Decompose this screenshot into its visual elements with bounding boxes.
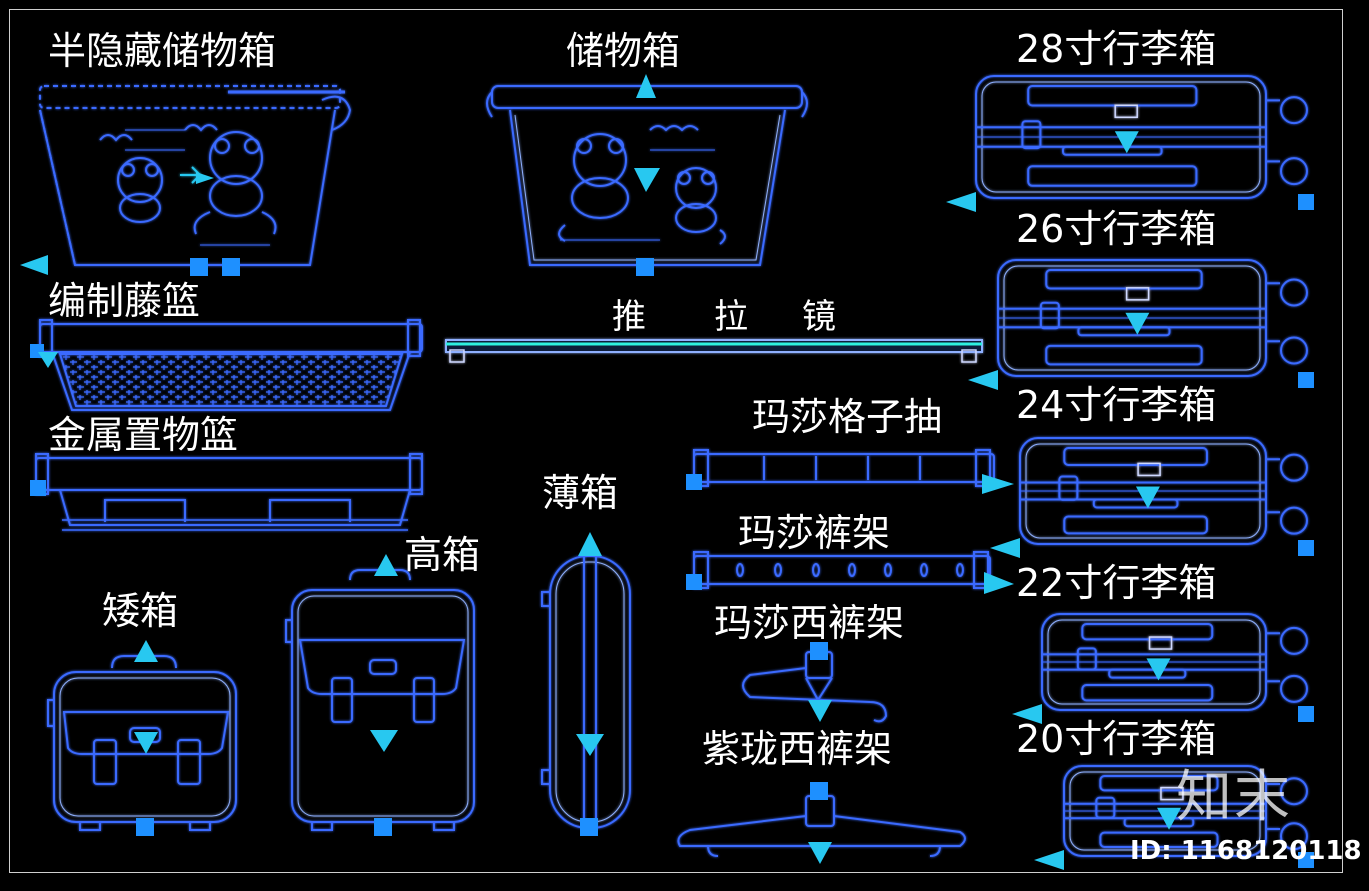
label-pants-rack: 玛莎裤架 — [738, 511, 891, 555]
luggage-arrow — [968, 370, 998, 390]
label-storage-box: 储物箱 — [566, 29, 681, 73]
label-rattan-basket: 编制藤篮 — [48, 279, 201, 323]
luggage-arrow — [946, 192, 976, 212]
luggage-24-drawing — [1019, 437, 1308, 545]
label-mirror-char-1: 推 — [612, 297, 646, 337]
label-luggage-26: 26寸行李箱 — [1016, 207, 1217, 251]
arrow-markers — [20, 74, 1014, 864]
label-luggage-22: 22寸行李箱 — [1016, 561, 1217, 605]
luggage-down-arrow — [1157, 807, 1182, 830]
luggage-down-arrow — [1114, 131, 1139, 154]
luggage-grip — [1298, 372, 1314, 388]
label-tall-box: 高箱 — [404, 533, 481, 577]
luggage-grip — [1298, 540, 1314, 556]
luggage-down-arrow — [1135, 486, 1160, 509]
luggage-arrow — [1012, 704, 1042, 724]
semi-hidden-storage-box-drawing — [39, 85, 352, 266]
label-luggage-20: 20寸行李箱 — [1016, 717, 1217, 761]
label-short-box: 矮箱 — [102, 589, 179, 633]
grid-drawer-drawing — [693, 449, 995, 487]
luggage-grip — [1298, 852, 1314, 868]
label-metal-basket: 金属置物篮 — [48, 413, 239, 457]
luggage-grip — [1298, 194, 1314, 210]
luggage-down-arrow — [1146, 658, 1171, 681]
watermark-logo: 知末 — [1176, 765, 1292, 830]
label-luggage-24: 24寸行李箱 — [1016, 383, 1217, 427]
luggage-arrow — [1034, 850, 1064, 870]
label-mirror-char-3: 镜 — [802, 297, 836, 337]
label-trouser-rack: 玛莎西裤架 — [714, 601, 905, 645]
label-grid-drawer: 玛莎格子抽 — [752, 395, 943, 439]
sliding-mirror-drawing — [445, 339, 983, 363]
drawing-frame — [9, 9, 1343, 873]
id-label: ID: 1168120118 — [1130, 836, 1362, 866]
pants-rack-drawing — [693, 551, 991, 589]
label-semi-hidden-box: 半隐藏储物箱 — [48, 29, 277, 73]
grip-markers — [30, 194, 1314, 868]
thin-box-drawing — [541, 555, 631, 829]
luggage-28-drawing — [975, 75, 1308, 199]
label-purple-trouser-rack: 紫珑西裤架 — [702, 727, 893, 771]
luggage-22-drawing — [1041, 613, 1308, 711]
label-mirror-char-2: 拉 — [714, 297, 748, 337]
luggage-down-arrow — [1125, 312, 1150, 335]
metal-basket-drawing — [35, 453, 423, 531]
label-thin-box: 薄箱 — [542, 471, 619, 515]
tall-box-drawing — [285, 569, 475, 831]
label-luggage-28: 28寸行李箱 — [1016, 27, 1217, 71]
rattan-basket-drawing — [39, 319, 423, 411]
luggage-arrow — [990, 538, 1020, 558]
luggage-grip — [1298, 706, 1314, 722]
luggage-26-drawing — [997, 259, 1308, 377]
